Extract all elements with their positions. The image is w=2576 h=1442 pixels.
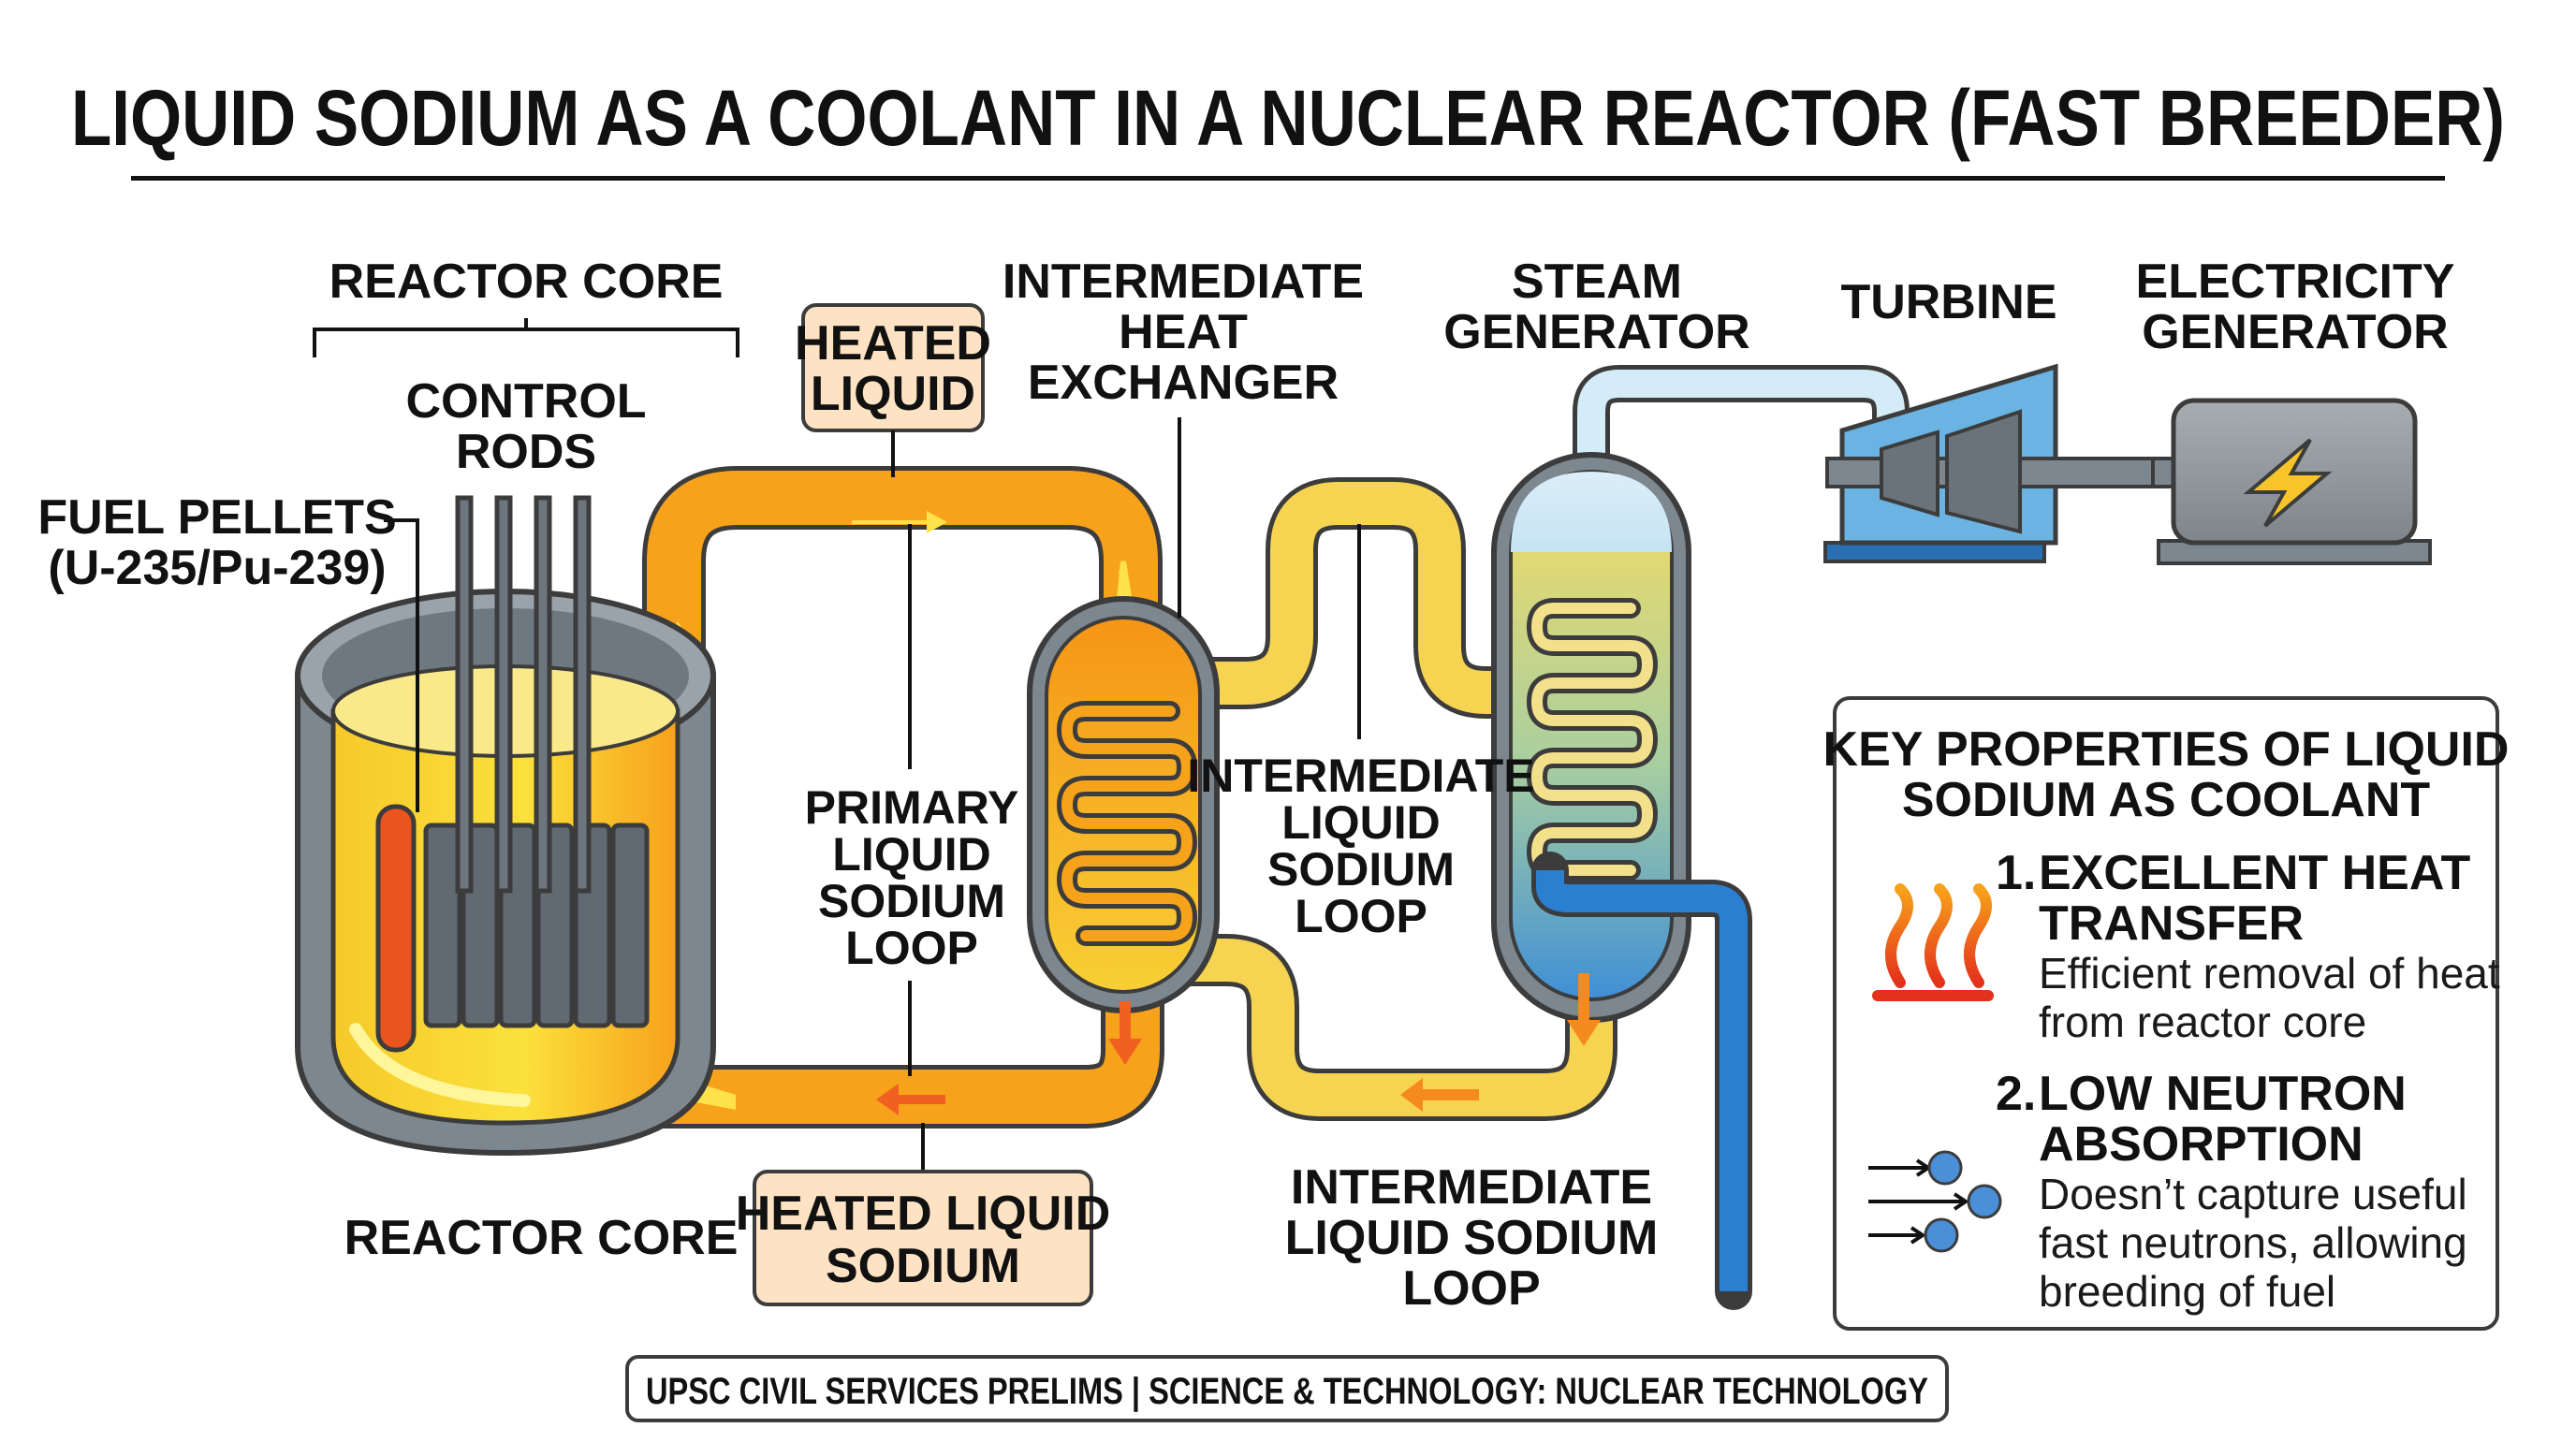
svg-text:EXCHANGER: EXCHANGER — [1028, 356, 1339, 410]
svg-text:SODIUM: SODIUM — [818, 875, 1005, 927]
fuel-leader-line — [384, 518, 419, 812]
flow-arrow-icon — [1108, 1001, 1142, 1065]
svg-text:LOOP: LOOP — [1295, 890, 1427, 942]
item-2-number: 2. — [1996, 1067, 2036, 1121]
item-2-text-3: breeding of fuel — [2039, 1267, 2335, 1316]
flow-arrow-icon — [696, 1085, 736, 1110]
item-1-text: Efficient removal of heat — [2039, 949, 2500, 998]
turbine-blades-icon — [1880, 430, 1939, 517]
heat-waves-icon — [1872, 883, 1994, 1001]
label-reactor-core-top: REACTOR CORE — [313, 255, 739, 357]
flow-arrow-icon — [852, 511, 947, 533]
item-2-heading: LOW NEUTRON — [2039, 1067, 2407, 1121]
svg-text:INTERMEDIATE: INTERMEDIATE — [1187, 750, 1534, 802]
electricity-generator — [2151, 398, 2432, 565]
svg-text:LIQUID: LIQUID — [811, 367, 975, 421]
key-properties-title: KEY PROPERTIES OF LIQUID — [1823, 722, 2510, 777]
turbine — [1823, 363, 2175, 563]
label-reactor-core-bottom: REACTOR CORE — [344, 1211, 739, 1265]
key-properties-panel: KEY PROPERTIES OF LIQUID SODIUM AS COOLA… — [1823, 696, 2510, 1331]
svg-text:LIQUID SODIUM: LIQUID SODIUM — [1285, 1211, 1659, 1265]
svg-text:GENERATOR: GENERATOR — [2142, 305, 2448, 359]
lightning-bolt-icon — [2243, 438, 2333, 528]
svg-text:LIQUID: LIQUID — [1281, 796, 1440, 849]
label-control-rods-2: RODS — [456, 425, 596, 479]
flow-arrow-icon — [1567, 973, 1601, 1046]
fuel-pellet-block — [375, 804, 417, 1053]
svg-text:INTERMEDIATE: INTERMEDIATE — [1003, 255, 1364, 309]
item-2-text-2: fast neutrons, allowing — [2039, 1218, 2467, 1267]
label-electricity-generator: ELECTRICITY GENERATOR — [2136, 255, 2455, 359]
callout-heated-liquid: HEATED LIQUID — [795, 303, 991, 477]
control-rod-shafts — [455, 495, 592, 894]
page-title: LIQUID SODIUM AS A COOLANT IN A NUCLEAR … — [71, 74, 2505, 162]
label-intermediate-loop-mid: INTERMEDIATE LIQUID SODIUM LOOP — [1187, 524, 1535, 942]
svg-text:INTERMEDIATE: INTERMEDIATE — [1291, 1160, 1652, 1215]
svg-text:LOOP: LOOP — [1402, 1261, 1540, 1316]
footer-text: UPSC CIVIL SERVICES PRELIMS | SCIENCE & … — [646, 1371, 1928, 1412]
item-2-text: Doesn’t capture useful — [2039, 1170, 2467, 1218]
intermediate-heat-exchanger — [1027, 596, 1220, 1065]
label-steam-generator: STEAM GENERATOR — [1443, 255, 1749, 359]
callout-heated-liquid-sodium: HEATED LIQUID SODIUM — [736, 1123, 1111, 1306]
svg-text:LOOP: LOOP — [845, 922, 978, 974]
svg-text:GENERATOR: GENERATOR — [1443, 305, 1749, 359]
svg-text:ELECTRICITY: ELECTRICITY — [2136, 255, 2455, 309]
title-underline — [131, 176, 2445, 181]
item-1-heading-2: TRANSFER — [2039, 896, 2304, 951]
label-fuel-pellets: FUEL PELLETS — [37, 490, 396, 545]
footer: UPSC CIVIL SERVICES PRELIMS | SCIENCE & … — [625, 1355, 1949, 1422]
control-rods — [423, 823, 650, 1028]
svg-text:HEATED: HEATED — [795, 316, 991, 371]
steam-generator — [1491, 365, 1910, 1310]
flow-arrow-icon — [876, 1084, 945, 1115]
svg-text:STEAM: STEAM — [1512, 255, 1682, 309]
label-turbine: TURBINE — [1840, 275, 2056, 329]
svg-text:PRIMARY: PRIMARY — [805, 781, 1019, 834]
intermediate-sodium-loop — [1144, 477, 1617, 1121]
key-properties-title-2: SODIUM AS COOLANT — [1902, 773, 2431, 827]
svg-text:SODIUM: SODIUM — [1267, 843, 1455, 896]
svg-text:HEATED LIQUID: HEATED LIQUID — [736, 1187, 1111, 1241]
item-1-text-2: from reactor core — [2039, 998, 2366, 1046]
label-control-rods: CONTROL — [405, 374, 646, 429]
neutron-icon — [1868, 1150, 2002, 1253]
item-1-number: 1. — [1996, 846, 2036, 900]
title-block: LIQUID SODIUM AS A COOLANT IN A NUCLEAR … — [71, 74, 2505, 181]
label-fuel-pellets-2: (U-235/Pu-239) — [48, 541, 386, 595]
flow-arrow-icon — [1400, 1078, 1479, 1112]
svg-text:REACTOR CORE: REACTOR CORE — [329, 255, 724, 309]
item-2-heading-2: ABSORPTION — [2039, 1117, 2364, 1172]
svg-text:SODIUM: SODIUM — [826, 1239, 1020, 1293]
item-1-heading: EXCELLENT HEAT — [2039, 846, 2471, 900]
label-intermediate-loop-bottom: INTERMEDIATE LIQUID SODIUM LOOP — [1285, 1160, 1659, 1316]
label-primary-loop: PRIMARY LIQUID SODIUM LOOP — [805, 524, 1019, 1076]
svg-text:LIQUID: LIQUID — [832, 828, 990, 881]
reactor-vessel — [295, 495, 716, 1157]
svg-text:HEAT: HEAT — [1119, 305, 1248, 359]
label-ihx: INTERMEDIATE HEAT EXCHANGER — [1003, 255, 1364, 618]
